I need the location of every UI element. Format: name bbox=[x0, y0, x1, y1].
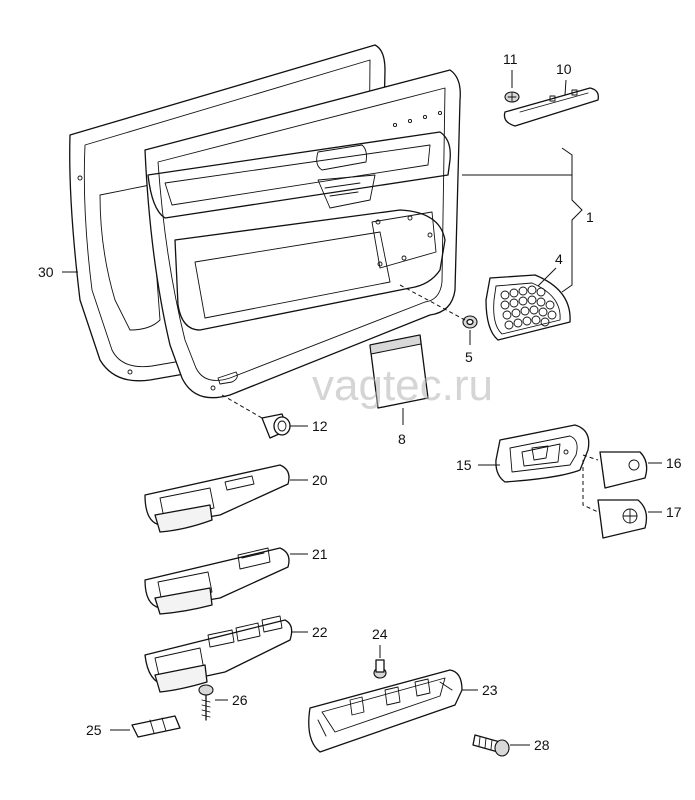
callout-labels: 1 4 5 8 10 11 12 15 16 17 20 21 22 23 24… bbox=[38, 51, 682, 753]
part-28-bolt bbox=[472, 734, 510, 757]
part-5-clip-nut bbox=[462, 315, 478, 329]
part-11-screw bbox=[504, 91, 520, 103]
part-15-door-handle-housing bbox=[495, 424, 590, 483]
callout-25: 25 bbox=[86, 722, 102, 738]
callout-4: 4 bbox=[555, 251, 563, 267]
part-26-screw bbox=[198, 684, 214, 721]
callout-11: 11 bbox=[503, 51, 518, 67]
part-4-speaker-grille bbox=[485, 274, 571, 341]
callout-22: 22 bbox=[312, 624, 328, 640]
callout-26: 26 bbox=[232, 692, 248, 708]
part-25-retaining-clip bbox=[131, 715, 181, 738]
part-22-switch-bezel bbox=[144, 615, 293, 693]
callout-20: 20 bbox=[312, 472, 328, 488]
part-12-push-clip bbox=[261, 413, 291, 439]
callout-1: 1 bbox=[586, 209, 594, 225]
callout-16: 16 bbox=[666, 455, 682, 471]
part-8-insulation-pad bbox=[369, 334, 429, 409]
callout-30: 30 bbox=[38, 264, 54, 280]
callout-12: 12 bbox=[312, 418, 328, 434]
leader-lines bbox=[62, 70, 662, 746]
part-17-end-cap bbox=[597, 499, 648, 539]
callout-24: 24 bbox=[372, 626, 388, 642]
part-10-trim-strip bbox=[503, 87, 599, 127]
part-24-clip-nut bbox=[373, 659, 387, 679]
part-20-switch-bezel bbox=[144, 464, 290, 533]
callout-17: 17 bbox=[666, 504, 682, 520]
callout-10: 10 bbox=[556, 61, 572, 77]
part-1-door-trim-panel bbox=[144, 69, 461, 399]
callout-23: 23 bbox=[482, 682, 498, 698]
callout-5: 5 bbox=[465, 349, 473, 365]
part-21-switch-bezel bbox=[144, 547, 290, 615]
part-23-switch-carrier bbox=[308, 669, 463, 753]
watermark-text: vagtec.ru bbox=[312, 361, 493, 410]
callout-8: 8 bbox=[398, 431, 406, 447]
part-16-end-cap bbox=[599, 451, 648, 489]
callout-28: 28 bbox=[534, 737, 550, 753]
callout-15: 15 bbox=[456, 457, 472, 473]
callout-21: 21 bbox=[312, 546, 328, 562]
